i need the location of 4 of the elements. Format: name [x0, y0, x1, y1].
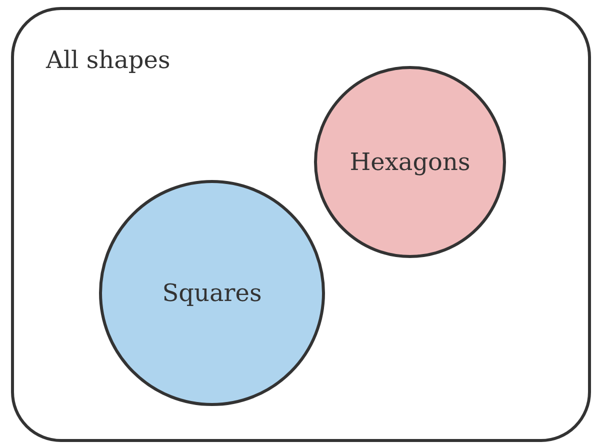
universe-rounded-box: [11, 7, 591, 442]
universe-label: All shapes: [46, 46, 170, 74]
set-label: Hexagons: [350, 148, 470, 176]
set-label: Squares: [162, 279, 262, 307]
